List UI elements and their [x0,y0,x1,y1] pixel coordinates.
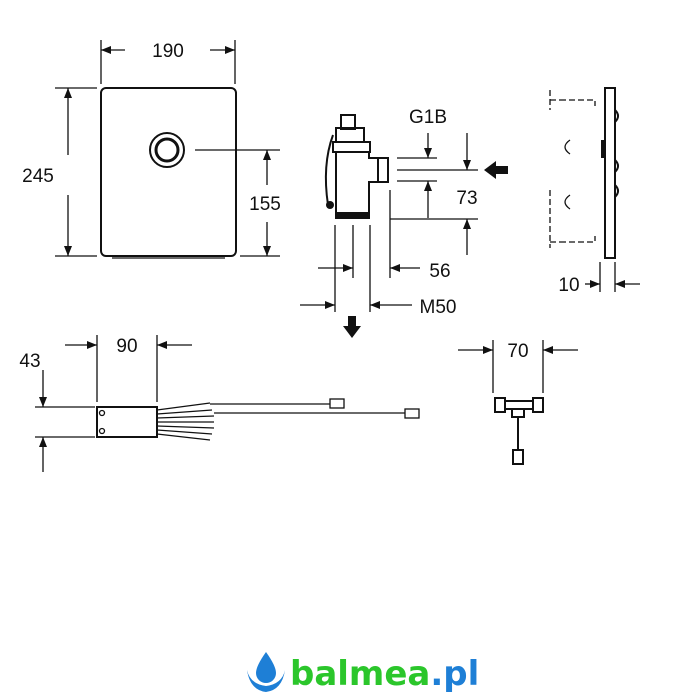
dim-sensor-height: 155 [249,194,281,215]
logo-suffix: .pl [430,654,479,694]
water-drop-icon [256,652,276,683]
outlet-arrow-icon [343,316,361,338]
dim-module-width: 90 [116,336,137,357]
sensor-ring [149,132,185,168]
inlet-arrow-icon [484,161,508,179]
dim-front-width: 190 [152,41,184,62]
control-module-view: 43 90 [19,335,420,472]
logo-wordmark: balmea.pl [290,654,479,694]
dim-inlet-thread: G1B [409,107,447,128]
balmea-logo: balmea.pl [247,652,479,694]
solenoid-valve-view: 70 [458,340,578,465]
valve-view: G1B 73 56 M50 [300,107,508,338]
dim-inlet-height: 73 [456,188,477,209]
dim-plate-depth: 10 [558,275,579,296]
logo-brand: balmea [290,654,430,694]
plate-side-view: 10 [549,87,640,296]
front-plate-view: 190 245 155 [22,40,281,259]
dim-outlet-offset: 56 [429,261,450,282]
hands-icon [247,670,285,692]
front-plate [100,87,237,257]
dim-valve-width: 70 [507,341,528,362]
dim-front-height: 245 [22,166,54,187]
dim-outlet-thread: M50 [420,297,457,318]
dim-module-height: 43 [19,351,40,372]
